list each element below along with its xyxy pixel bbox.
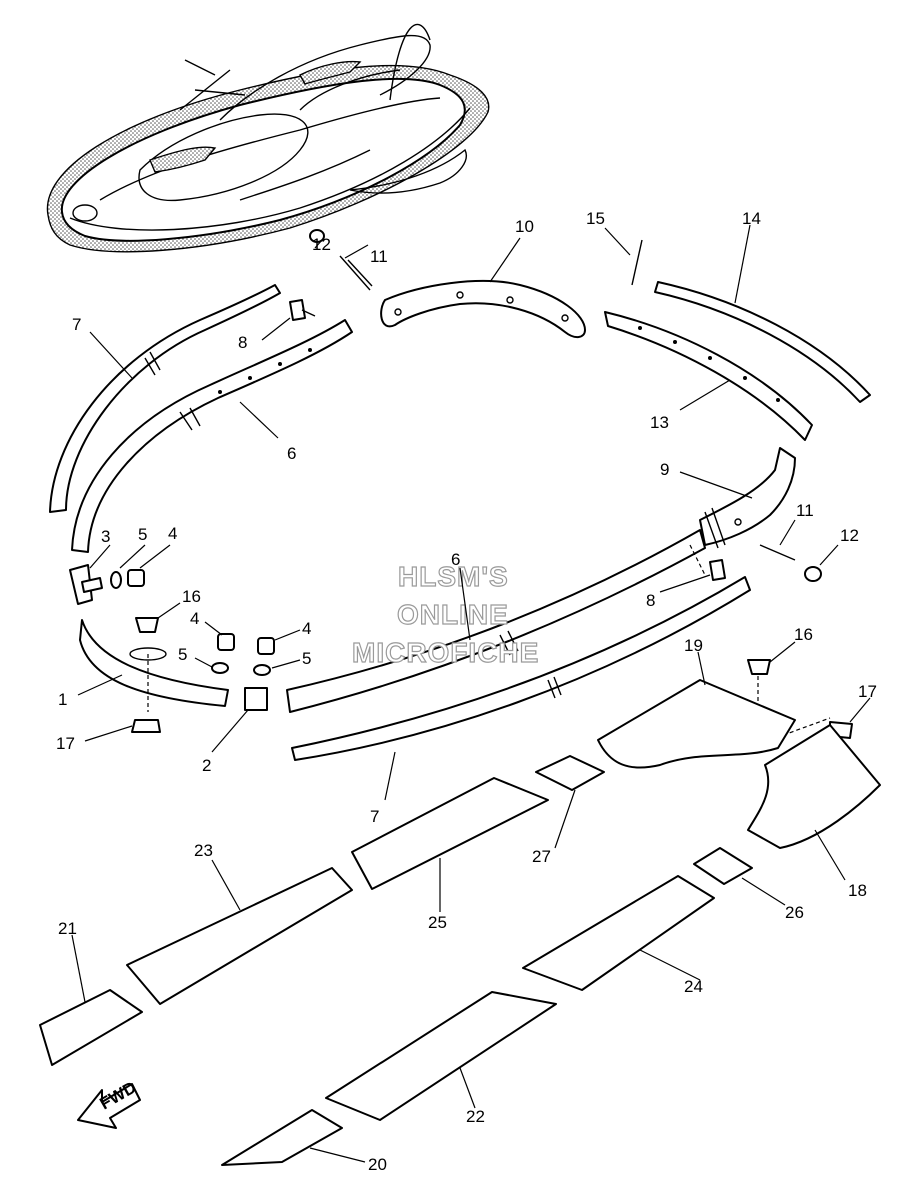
watermark-line2: ONLINE	[397, 599, 509, 630]
callout-7: 7	[370, 807, 379, 826]
callout-17: 17	[56, 734, 75, 753]
part-9[interactable]	[699, 447, 796, 549]
callout-8: 8	[238, 333, 247, 352]
callout-5: 5	[178, 645, 187, 664]
watermark-line3: MICROFICHE	[352, 637, 539, 668]
part-13[interactable]	[604, 311, 813, 441]
callout-4: 4	[168, 524, 177, 543]
part-10[interactable]	[380, 280, 586, 338]
callout-16: 16	[794, 625, 813, 644]
callout-12: 12	[312, 235, 331, 254]
callout-27: 27	[532, 847, 551, 866]
part-7-upper[interactable]	[49, 284, 281, 513]
watermark: HLSM'S ONLINE MICROFICHE	[351, 560, 539, 668]
part-1[interactable]	[79, 619, 229, 707]
callout-4: 4	[190, 609, 199, 628]
callout-24: 24	[684, 977, 703, 996]
callout-9: 9	[660, 460, 669, 479]
callout-11: 11	[796, 501, 814, 520]
part-21[interactable]	[39, 989, 143, 1066]
leader-lines	[71, 224, 871, 1163]
callout-8: 8	[646, 591, 655, 610]
part-26[interactable]	[693, 847, 753, 885]
part-19[interactable]	[597, 679, 796, 769]
callout-2: 2	[202, 756, 211, 775]
callout-11: 11	[370, 247, 388, 266]
callout-4: 4	[302, 619, 311, 638]
part-14[interactable]	[654, 281, 871, 403]
part-27[interactable]	[535, 755, 605, 791]
callout-5: 5	[302, 649, 311, 668]
part-18[interactable]	[747, 724, 881, 849]
part-25[interactable]	[351, 777, 549, 890]
part-3[interactable]	[69, 564, 103, 605]
callout-21: 21	[58, 919, 77, 938]
callout-numbers: 7 8 6 12 11 10 15 14 13 9 11 12 8 6 3 5 …	[56, 209, 877, 1174]
watermark-line1: HLSM'S	[398, 561, 509, 592]
callout-12: 12	[840, 526, 859, 545]
part-7-lower[interactable]	[291, 576, 751, 761]
callout-20: 20	[368, 1155, 387, 1174]
fwd-arrow-icon: FWD	[77, 1078, 141, 1129]
part-24[interactable]	[522, 875, 715, 991]
part-20[interactable]	[221, 1109, 343, 1166]
callout-7: 7	[72, 315, 81, 334]
callout-3: 3	[101, 527, 110, 546]
callout-25: 25	[428, 913, 447, 932]
callout-16: 16	[182, 587, 201, 606]
callout-1: 1	[58, 690, 67, 709]
callout-22: 22	[466, 1107, 485, 1126]
callout-19: 19	[684, 636, 703, 655]
part-6-upper[interactable]	[71, 319, 353, 553]
callout-26: 26	[785, 903, 804, 922]
callout-23: 23	[194, 841, 213, 860]
hardware	[110, 229, 853, 741]
callout-15: 15	[586, 209, 605, 228]
callout-18: 18	[848, 881, 867, 900]
part-23[interactable]	[126, 867, 353, 1005]
watercraft-illustration	[46, 23, 490, 253]
callout-6: 6	[287, 444, 296, 463]
callout-10: 10	[515, 217, 534, 236]
callout-13: 13	[650, 413, 669, 432]
callout-6: 6	[451, 550, 460, 569]
callout-17: 17	[858, 682, 877, 701]
part-22[interactable]	[325, 991, 557, 1121]
callout-5: 5	[138, 525, 147, 544]
callout-14: 14	[742, 209, 761, 228]
part-2[interactable]	[244, 687, 268, 711]
part-6-lower[interactable]	[286, 529, 706, 713]
